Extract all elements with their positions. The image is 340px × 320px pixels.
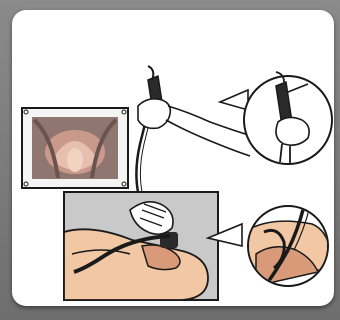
illustration-card — [12, 10, 334, 306]
operator-hand — [138, 99, 252, 156]
endoscopy-illustration — [12, 10, 334, 306]
zoom-callout-handle — [220, 72, 332, 164]
endoscope-monitor — [22, 108, 128, 188]
patient-scene — [64, 192, 218, 300]
endoscope-handle — [136, 66, 162, 192]
zoom-callout-throat — [208, 206, 332, 286]
